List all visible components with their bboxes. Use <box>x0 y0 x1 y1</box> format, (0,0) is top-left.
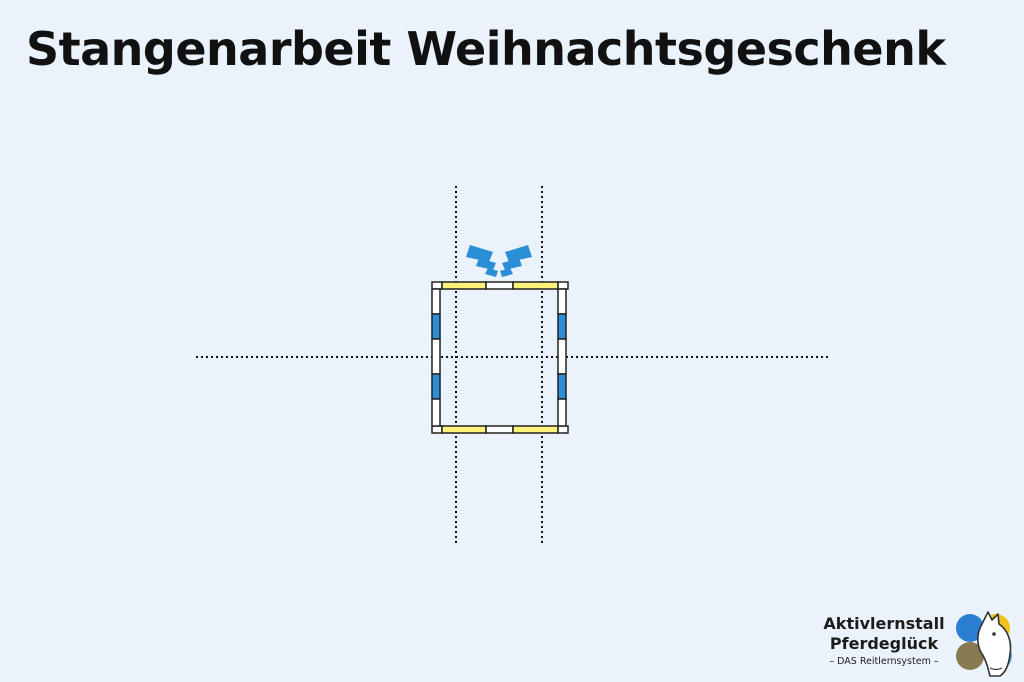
pole-right <box>557 288 567 427</box>
pole-square <box>431 281 569 434</box>
logo-tagline: – DAS Reitlernsystem – <box>829 656 939 667</box>
horse-clover-icon <box>956 611 1012 677</box>
logo-name-line1: Aktivlernstall <box>823 614 945 633</box>
page-title: Stangenarbeit Weihnachtsgeschenk <box>26 22 946 76</box>
brand-logo: Aktivlernstall Pferdeglück – DAS Reitler… <box>818 608 1022 680</box>
pole-bottom <box>431 425 569 434</box>
pole-left <box>431 288 441 427</box>
arrow-chevron-icon <box>466 245 532 277</box>
logo-text: Aktivlernstall Pferdeglück – DAS Reitler… <box>818 614 950 670</box>
pole-top <box>431 281 569 290</box>
logo-name-line2: Pferdeglück <box>829 634 939 653</box>
guide-lines <box>196 186 828 543</box>
